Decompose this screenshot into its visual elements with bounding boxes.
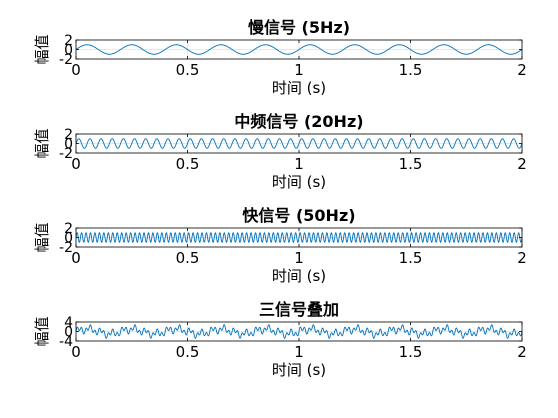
series-line: [75, 138, 523, 149]
y-tick-label: 2: [64, 33, 73, 49]
x-tick-label: 0.5: [176, 155, 200, 173]
y-tick-label: -2: [59, 240, 73, 256]
x-tick-label: 0.5: [176, 343, 200, 361]
x-tick-label: 1.5: [399, 343, 423, 361]
y-tick-label: -2: [59, 146, 73, 162]
x-axis-label: 时间 (s): [272, 79, 326, 97]
chart-title: 快信号 (50Hz): [242, 206, 355, 225]
x-tick-label: 0: [71, 61, 81, 79]
x-tick-label: 2: [517, 61, 527, 79]
y-tick-label: 0: [64, 137, 73, 153]
x-tick-label: 1.5: [399, 249, 423, 267]
y-axis-label: 幅值: [33, 222, 51, 252]
y-axis-label: 幅值: [33, 316, 51, 346]
x-tick-label: 0.5: [176, 249, 200, 267]
x-tick-label: 1: [294, 249, 304, 267]
x-tick-label: 2: [517, 343, 527, 361]
x-tick-label: 1: [294, 343, 304, 361]
y-tick-label: 4: [64, 315, 73, 331]
x-tick-label: 0.5: [176, 61, 200, 79]
x-tick-label: 1: [294, 61, 304, 79]
series-line: [75, 324, 523, 339]
x-tick-label: 2: [517, 155, 527, 173]
series-line: [75, 232, 523, 243]
chart-title: 慢信号 (5Hz): [248, 18, 350, 37]
x-tick-label: 2: [517, 249, 527, 267]
chart-title: 三信号叠加: [259, 300, 339, 319]
chart-title: 中频信号 (20Hz): [234, 112, 363, 131]
x-tick-label: 1.5: [399, 61, 423, 79]
x-tick-label: 0: [71, 155, 81, 173]
x-axis-label: 时间 (s): [272, 267, 326, 285]
x-tick-label: 1.5: [399, 155, 423, 173]
y-axis-label: 幅值: [33, 128, 51, 158]
x-tick-label: 0: [71, 343, 81, 361]
x-axis-label: 时间 (s): [272, 361, 326, 379]
y-tick-label: 0: [64, 325, 73, 341]
y-tick-label: -2: [59, 52, 73, 68]
y-tick-label: 0: [64, 43, 73, 59]
y-tick-label: 0: [64, 231, 73, 247]
x-axis-label: 时间 (s): [272, 173, 326, 191]
y-tick-label: 2: [64, 221, 73, 237]
y-tick-label: 2: [64, 127, 73, 143]
y-tick-label: -4: [59, 334, 73, 350]
y-axis-label: 幅值: [33, 34, 51, 64]
x-tick-label: 1: [294, 155, 304, 173]
x-tick-label: 0: [71, 249, 81, 267]
series-line: [75, 44, 523, 55]
